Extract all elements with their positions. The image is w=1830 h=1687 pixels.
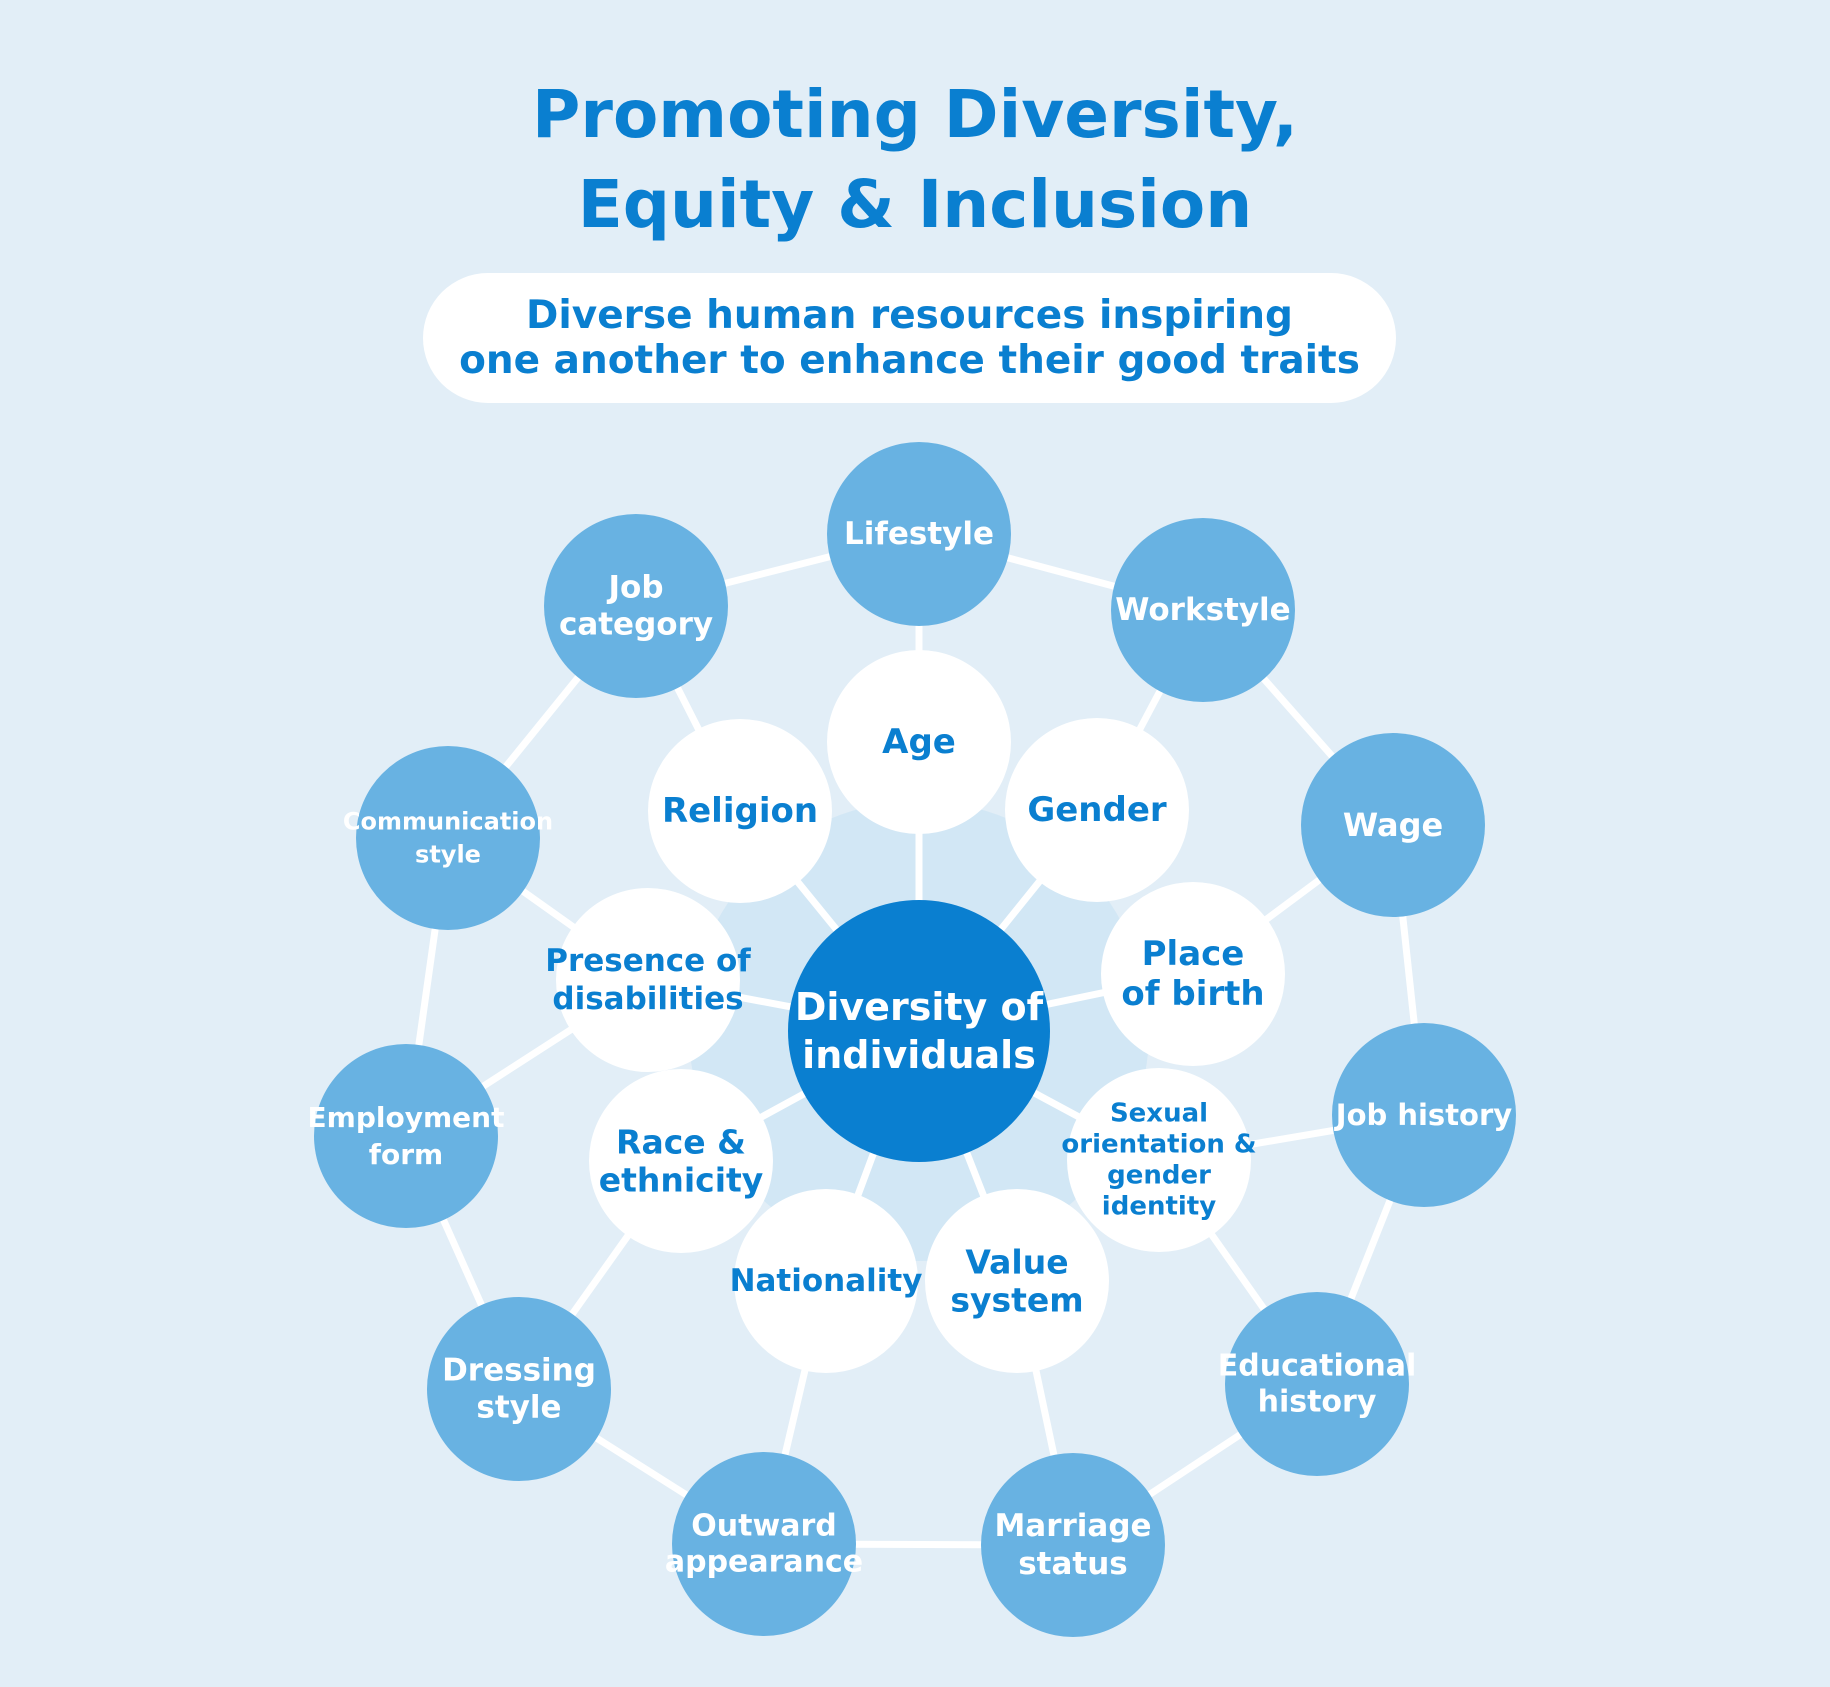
outer-node-job-history-label: Job history <box>1334 1098 1513 1132</box>
page-title: Promoting Diversity, Equity & Inclusion <box>0 70 1830 250</box>
center-node-circle <box>788 900 1050 1162</box>
outer-node-dressing-style-circle <box>427 1297 611 1481</box>
outer-node-dressing-style-label: Dressing <box>442 1353 596 1389</box>
outer-node-outward-appearance-label: Outward <box>691 1509 836 1544</box>
outer-node-workstyle-label: Workstyle <box>1115 592 1290 628</box>
center-node-label: individuals <box>802 1033 1036 1077</box>
outer-node-wage-label: Wage <box>1343 806 1443 844</box>
outer-node-job-category-circle <box>544 514 728 698</box>
inner-node-religion: Religion <box>648 719 832 903</box>
inner-node-sexual-orientation-label: identity <box>1102 1192 1216 1222</box>
outer-node-outward-appearance-label: appearance <box>665 1545 863 1580</box>
outer-node-workstyle-circle <box>1111 518 1295 702</box>
inner-node-religion-label: Religion <box>662 791 818 831</box>
outer-node-communication-style-label: style <box>415 841 481 869</box>
inner-node-gender-label: Gender <box>1027 790 1167 830</box>
inner-node-age: Age <box>827 650 1011 834</box>
outer-node-employment-form-circle <box>314 1044 498 1228</box>
inner-node-nationality: Nationality <box>730 1189 923 1373</box>
inner-node-race-ethnicity: Race &ethnicity <box>589 1069 773 1253</box>
outer-node-communication-style-label: Communication <box>343 808 553 836</box>
outer-node-lifestyle: Lifestyle <box>827 442 1011 626</box>
inner-node-sexual-orientation-label: orientation & <box>1061 1130 1256 1160</box>
inner-node-sexual-orientation-label: gender <box>1107 1161 1211 1191</box>
inner-node-place-of-birth-label: Place <box>1142 934 1245 974</box>
inner-node-age-label: Age <box>882 722 956 762</box>
outer-node-marriage-status-label: status <box>1018 1546 1128 1582</box>
inner-node-race-ethnicity-circle <box>589 1069 773 1253</box>
center-node-label: Diversity of <box>795 985 1044 1029</box>
inner-node-gender: Gender <box>1005 718 1189 902</box>
inner-node-value-system-circle <box>925 1189 1109 1373</box>
inner-node-race-ethnicity-label: Race & <box>616 1123 746 1162</box>
outer-node-marriage-status-circle <box>981 1453 1165 1637</box>
title-line-2: Equity & Inclusion <box>577 166 1253 243</box>
outer-node-dressing-style-label: style <box>476 1390 561 1426</box>
outer-node-wage: Wage <box>1301 733 1485 917</box>
inner-node-gender-circle <box>1005 718 1189 902</box>
inner-node-presence-of-disabilities-label: disabilities <box>552 981 743 1017</box>
tagline-line-1: Diverse human resources inspiring <box>526 293 1293 338</box>
inner-node-presence-of-disabilities-label: Presence of <box>545 943 751 979</box>
outer-node-lifestyle-circle <box>827 442 1011 626</box>
outer-node-communication-style-circle <box>356 746 540 930</box>
outer-node-job-category-label: Job <box>606 570 663 606</box>
inner-node-sexual-orientation-label: Sexual <box>1110 1099 1208 1129</box>
outer-node-wage-circle <box>1301 733 1485 917</box>
inner-node-place-of-birth-label: of birth <box>1121 974 1264 1014</box>
title-line-1: Promoting Diversity, <box>532 76 1298 153</box>
inner-node-race-ethnicity-label: ethnicity <box>599 1161 764 1200</box>
outer-node-communication-style: Communication style <box>343 746 553 930</box>
outer-node-outward-appearance-circle <box>672 1452 856 1636</box>
tagline-line-2: one another to enhance their good traits <box>459 338 1360 383</box>
inner-node-religion-circle <box>648 719 832 903</box>
outer-node-employment-form: Employment form <box>308 1044 505 1228</box>
inner-node-nationality-circle <box>734 1189 918 1373</box>
tagline-banner: Diverse human resources inspiring one an… <box>423 273 1396 403</box>
outer-node-educational-history-circle <box>1225 1292 1409 1476</box>
outer-node-workstyle: Workstyle <box>1111 518 1295 702</box>
outer-node-job-history-circle <box>1332 1023 1516 1207</box>
inner-node-age-circle <box>827 650 1011 834</box>
outer-node-educational-history-label: Educational <box>1218 1349 1416 1384</box>
outer-node-job-category-label: category <box>559 607 713 643</box>
inner-node-value-system-label: system <box>950 1281 1083 1320</box>
inner-node-nationality-label: Nationality <box>730 1263 923 1299</box>
inner-node-presence-of-disabilities-circle <box>556 888 740 1072</box>
outer-node-educational-history-label: history <box>1258 1385 1377 1420</box>
inner-node-sexual-orientation-circle <box>1067 1068 1251 1252</box>
outer-node-marriage-status-label: Marriage <box>994 1508 1151 1544</box>
outer-node-employment-form-label: form <box>369 1138 443 1171</box>
outer-node-employment-form-label: Employment <box>308 1101 505 1134</box>
inner-node-value-system-label: Value <box>965 1243 1068 1282</box>
outer-node-job-history: Job history <box>1332 1023 1516 1207</box>
outer-node-lifestyle-label: Lifestyle <box>844 516 994 552</box>
inner-node-place-of-birth-circle <box>1101 882 1285 1066</box>
